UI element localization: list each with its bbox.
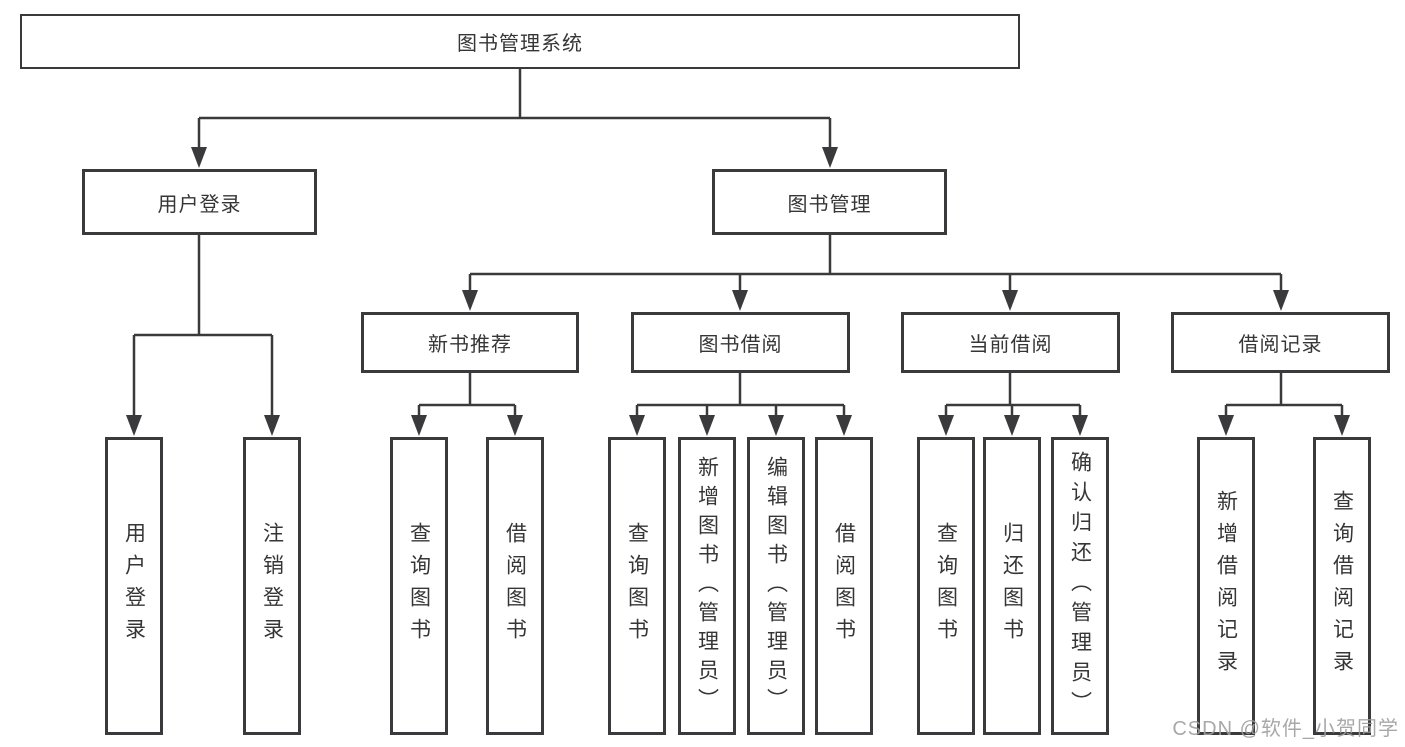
node-user-login-label: 用户登录 xyxy=(157,193,242,216)
arrowhead-g3-1 xyxy=(629,415,645,436)
leaf-add-book-admin: 新增图书（管理员） xyxy=(678,437,736,735)
arrowhead-new-books xyxy=(462,290,478,311)
leaf-add-book-admin-label: 新增图书（管理员） xyxy=(695,455,719,717)
node-book-management-label: 图书管理 xyxy=(787,193,872,216)
node-book-borrowing: 图书借阅 xyxy=(631,312,850,373)
arrowhead-g4-3 xyxy=(1072,415,1088,436)
arrowhead-user-login xyxy=(191,147,207,168)
leaf-query-borrow-record-label: 查询借阅记录 xyxy=(1330,490,1354,682)
leaf-return-books: 归还图书 xyxy=(983,437,1041,735)
arrowhead-g5-1 xyxy=(1218,415,1234,436)
leaf-edit-book-admin: 编辑图书（管理员） xyxy=(747,437,805,735)
leaf-edit-book-admin-label: 编辑图书（管理员） xyxy=(764,455,788,717)
leaf-borrow-books-recommend: 借阅图书 xyxy=(486,437,544,735)
node-new-book-recommend-label: 新书推荐 xyxy=(428,334,512,356)
arrowhead-leaf-logout xyxy=(264,415,280,436)
node-root: 图书管理系统 xyxy=(20,14,1020,69)
arrowhead-g3-2 xyxy=(699,415,715,436)
leaf-add-borrow-record: 新增借阅记录 xyxy=(1197,437,1255,735)
arrowhead-g4-2 xyxy=(1004,415,1020,436)
leaf-return-books-label: 归还图书 xyxy=(1000,522,1024,650)
leaf-borrow-books-borrowing: 借阅图书 xyxy=(815,437,873,735)
node-current-borrowing-label: 当前借阅 xyxy=(968,334,1053,356)
leaf-logout-label: 注销登录 xyxy=(260,522,284,650)
node-user-login: 用户登录 xyxy=(82,169,317,235)
leaf-query-borrow-record: 查询借阅记录 xyxy=(1313,437,1371,735)
leaf-query-books-borrowing: 查询图书 xyxy=(608,437,666,735)
leaf-confirm-return-admin-label: 确认归还（管理员） xyxy=(1068,451,1092,721)
node-book-borrowing-label: 图书借阅 xyxy=(698,334,783,356)
leaf-query-books-recommend: 查询图书 xyxy=(390,437,448,735)
leaf-query-books-current: 查询图书 xyxy=(917,437,975,735)
leaf-logout: 注销登录 xyxy=(243,437,301,735)
node-borrowing-records-label: 借阅记录 xyxy=(1238,334,1323,356)
node-root-label: 图书管理系统 xyxy=(457,33,583,55)
leaf-query-books-recommend-label: 查询图书 xyxy=(407,522,431,650)
arrowhead-borrow-records xyxy=(1273,290,1289,311)
watermark: CSDN @软件_小贺同学 xyxy=(1172,718,1399,740)
node-borrowing-records: 借阅记录 xyxy=(1171,312,1390,373)
leaf-query-books-current-label: 查询图书 xyxy=(934,522,958,650)
leaf-confirm-return-admin: 确认归还（管理员） xyxy=(1051,437,1109,735)
arrowhead-book-borrow xyxy=(732,290,748,311)
arrowhead-current-borrow xyxy=(1002,290,1018,311)
leaf-add-borrow-record-label: 新增借阅记录 xyxy=(1214,490,1238,682)
arrowhead-g5-2 xyxy=(1334,415,1350,436)
arrowhead-leaf-login xyxy=(126,415,142,436)
arrowhead-book-management xyxy=(822,147,838,168)
arrowhead-g3-3 xyxy=(768,415,784,436)
arrowhead-g4-1 xyxy=(938,415,954,436)
node-book-management: 图书管理 xyxy=(712,169,947,235)
arrowhead-g3-4 xyxy=(836,415,852,436)
leaf-borrow-books-borrowing-label: 借阅图书 xyxy=(832,522,856,650)
arrowhead-g2-2 xyxy=(507,415,523,436)
leaf-borrow-books-recommend-label: 借阅图书 xyxy=(503,522,527,650)
arrowhead-g2-1 xyxy=(411,415,427,436)
leaf-user-login: 用户登录 xyxy=(105,437,163,735)
node-new-book-recommend: 新书推荐 xyxy=(361,312,579,373)
node-current-borrowing: 当前借阅 xyxy=(901,312,1120,373)
leaf-query-books-borrowing-label: 查询图书 xyxy=(625,522,649,650)
leaf-user-login-label: 用户登录 xyxy=(122,522,146,650)
